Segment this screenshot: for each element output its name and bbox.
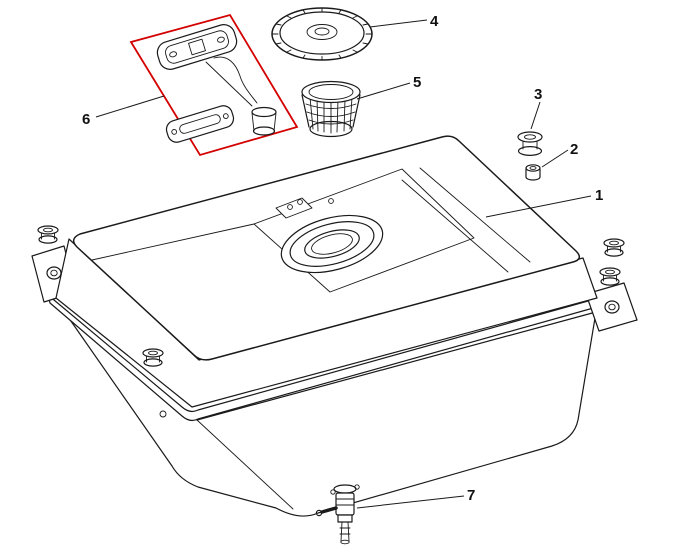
mounting-tab-right	[585, 282, 638, 332]
tank-front-corner-edge	[196, 419, 294, 510]
leader-line-6	[95, 95, 165, 118]
tank-seam-lines	[91, 167, 531, 273]
rubber-mount	[37, 225, 59, 244]
callout-label-4: 4	[430, 13, 439, 30]
sender-mounting-pad	[275, 197, 334, 219]
rubber-mount	[599, 267, 621, 286]
highlight-box	[129, 13, 299, 157]
valve-outlet-barb	[339, 521, 351, 542]
callout-4: 4	[369, 13, 439, 30]
valve-body	[335, 492, 355, 516]
callout-label-2: 2	[570, 141, 578, 158]
fuel-gauge-assembly	[129, 13, 299, 157]
weld-nut	[159, 410, 167, 418]
valve-mount-ring	[333, 484, 357, 494]
filler-neck	[280, 214, 384, 274]
fuel-tank-body	[31, 135, 638, 517]
callout-label-6: 6	[82, 111, 90, 128]
callout-label-7: 7	[467, 487, 475, 504]
callout-label-1: 1	[595, 187, 603, 204]
gauge-float-arm	[205, 61, 253, 107]
tank-lower-shell	[65, 311, 597, 517]
leader-line-4	[369, 19, 428, 28]
callout-label-3: 3	[534, 86, 542, 103]
gauge-flange-plate	[156, 24, 238, 70]
callout-5: 5	[356, 74, 421, 100]
grommet-bushing	[517, 131, 543, 157]
callout-label-5: 5	[413, 74, 421, 91]
leader-line-7	[356, 495, 465, 509]
callouts: 1 2 3 4 5 6 7	[82, 13, 603, 509]
gauge-gasket-plate	[165, 105, 235, 143]
leader-line-5	[356, 82, 411, 100]
fuel-strainer	[301, 80, 361, 138]
callout-6: 6	[82, 95, 165, 128]
leader-line-2	[541, 149, 569, 168]
callout-3: 3	[530, 86, 542, 130]
leader-line-3	[530, 101, 541, 130]
plug-cap	[525, 164, 541, 181]
callout-1: 1	[485, 187, 603, 218]
gauge-wire	[213, 56, 258, 104]
fuel-cap	[271, 7, 373, 61]
strainer-mesh	[305, 96, 357, 134]
valve-lever	[320, 506, 338, 514]
callout-7: 7	[356, 487, 475, 509]
fuel-valve	[315, 484, 360, 545]
tank-upper-wall	[55, 238, 598, 408]
fuel-cap-knurling	[271, 7, 373, 61]
valve-hex	[337, 514, 353, 523]
callout-2: 2	[541, 141, 578, 168]
leader-line-1	[485, 195, 592, 218]
gauge-float	[251, 106, 277, 136]
rubber-mount	[603, 238, 625, 257]
